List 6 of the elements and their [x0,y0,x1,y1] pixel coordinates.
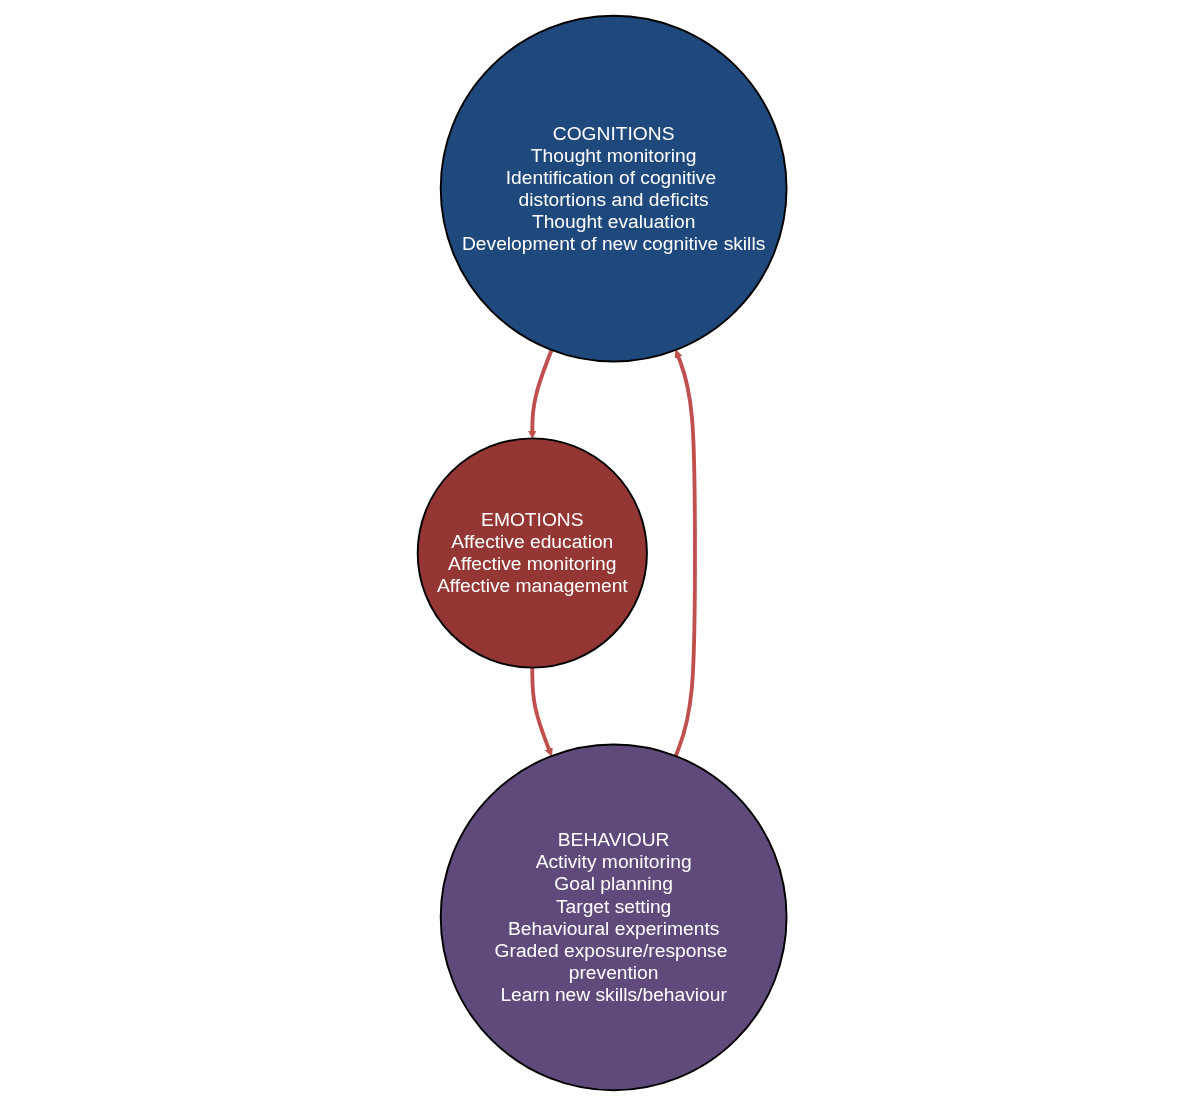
arrow [530,667,553,757]
node-circle: COGNITIONS Thought monitoring Identification of cognitive distortions and deficits Thought evaluation Development of new cognitive skills [439,14,788,363]
node-circle: BEHAVIOUR Activity monitoring Goal planning Target setting Behavioural experiments Graded exposure/response prevention Learn new skills/behaviour [439,743,788,1092]
arrow [673,349,697,757]
node-circle: EMOTIONS Affective education Affective monitoring Affective management [416,437,648,669]
arrow [527,349,554,439]
